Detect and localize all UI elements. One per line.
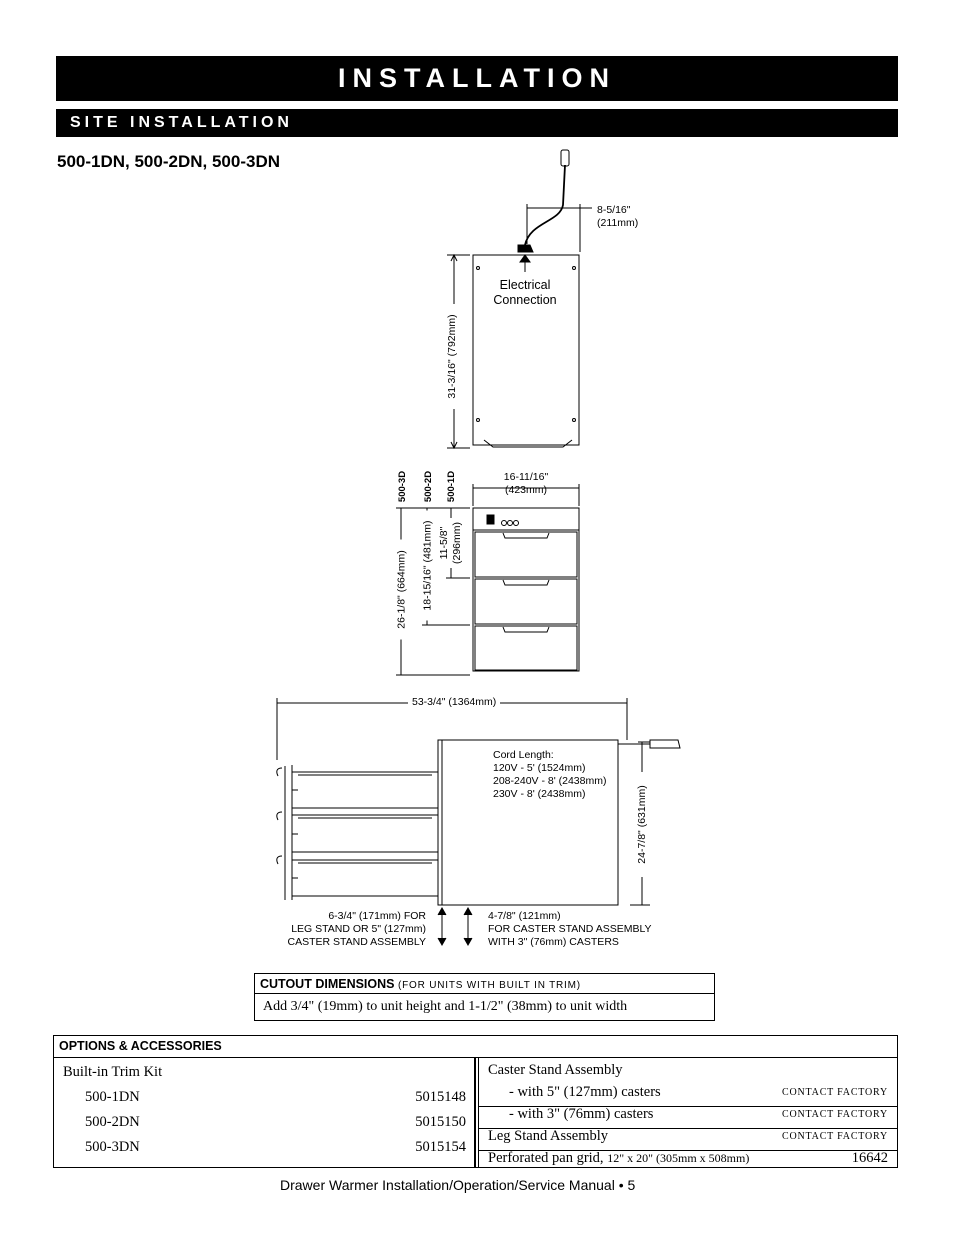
cutout-text: Add 3/4" (19mm) to unit height and 1-1/2… xyxy=(263,999,628,1014)
list-item: Leg Stand Assembly CONTACT FACTORY xyxy=(479,1128,897,1151)
cutout-title: CUTOUT DIMENSIONS xyxy=(260,977,395,991)
list-item: Perforated pan grid, 12" x 20" (305mm x … xyxy=(488,1150,888,1166)
dim-height-3d: 26-1/8" (664mm) xyxy=(395,539,409,640)
cutout-header: CUTOUT DIMENSIONS (FOR UNITS WITH BUILT … xyxy=(255,974,714,994)
trim-kit-column: Built-in Trim Kit 500-1DN 5015148 500-2D… xyxy=(54,1057,476,1167)
electrical-connection-label: Electrical Connection xyxy=(493,278,557,307)
list-item: - with 3" (76mm) casters CONTACT FACTORY xyxy=(479,1106,897,1129)
section-title: SITE INSTALLATION xyxy=(56,109,898,137)
model-label-2d: 500-2D xyxy=(423,470,434,503)
dim-cord-offset: 8-5/16"(211mm) xyxy=(597,204,639,229)
dim-height-top-view: 31-3/16" (792mm) xyxy=(446,304,459,409)
options-title: OPTIONS & ACCESSORIES xyxy=(54,1036,897,1058)
cutout-dimensions-box: CUTOUT DIMENSIONS (FOR UNITS WITH BUILT … xyxy=(254,973,715,1021)
page-title: INSTALLATION xyxy=(56,56,898,101)
options-accessories-table: OPTIONS & ACCESSORIES Built-in Trim Kit … xyxy=(53,1035,898,1168)
model-label-3d: 500-3D xyxy=(397,470,408,503)
model-label-1d: 500-1D xyxy=(446,470,457,503)
list-item: - with 5" (127mm) casters CONTACT FACTOR… xyxy=(479,1084,897,1107)
dim-height-1d: 11-5/8"(296mm) xyxy=(438,518,464,568)
trim-kit-title: Built-in Trim Kit xyxy=(63,1064,163,1080)
cutout-subtitle: (FOR UNITS WITH BUILT IN TRIM) xyxy=(397,980,581,991)
dim-side-depth: 53-3/4" (1364mm) xyxy=(408,696,501,709)
models-heading: 500-1DN, 500-2DN, 500-3DN xyxy=(57,152,280,171)
accessories-column: Caster Stand Assembly - with 5" (127mm) … xyxy=(478,1057,897,1167)
caster-stand-title: Caster Stand Assembly xyxy=(488,1062,623,1078)
dim-side-height: 24-7/8" (631mm) xyxy=(636,772,649,877)
dim-width: 16-11/16"(423mm) xyxy=(503,471,549,496)
side-view-drawing xyxy=(276,698,681,947)
cord-length-note: Cord Length: 120V - 5' (1524mm) 208-240V… xyxy=(493,749,607,800)
top-view-drawing xyxy=(447,149,592,450)
page-footer: Drawer Warmer Installation/Operation/Ser… xyxy=(280,1177,636,1193)
dim-height-2d: 18-15/16" (481mm) xyxy=(421,510,435,621)
